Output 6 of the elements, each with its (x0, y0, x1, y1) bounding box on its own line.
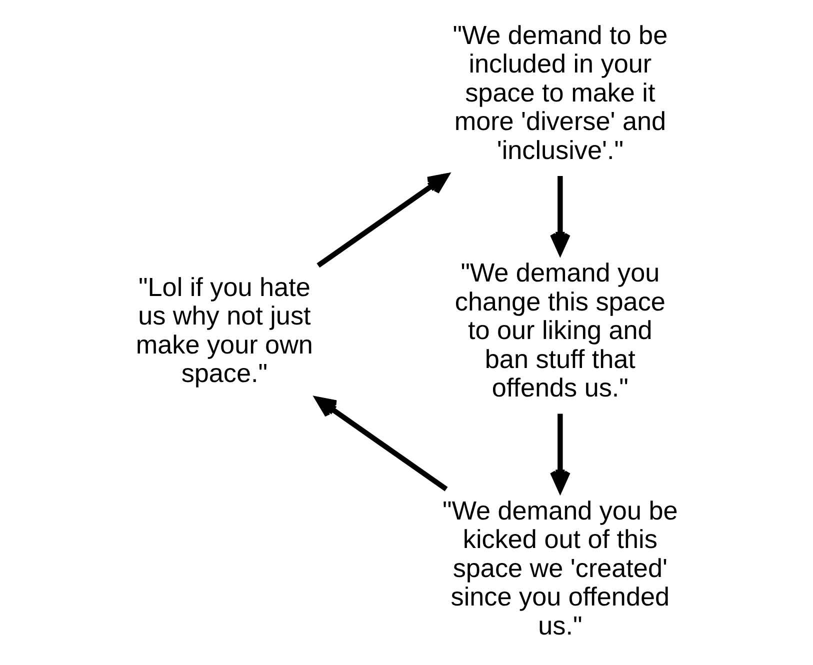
node-text: "We demand you change this space to our liking and ban stuff that offends us." (454, 258, 665, 403)
node-text: "We demand you be kicked out of this space we 'created' since you offended us." (442, 495, 678, 640)
arrow (314, 396, 448, 492)
arrow (316, 173, 448, 268)
node-text: "Lol if you hate us why not just make your own space." (135, 272, 312, 388)
node-text: "We demand to be included in your space to make it more 'diverse' and 'inclusive'." (452, 20, 668, 165)
